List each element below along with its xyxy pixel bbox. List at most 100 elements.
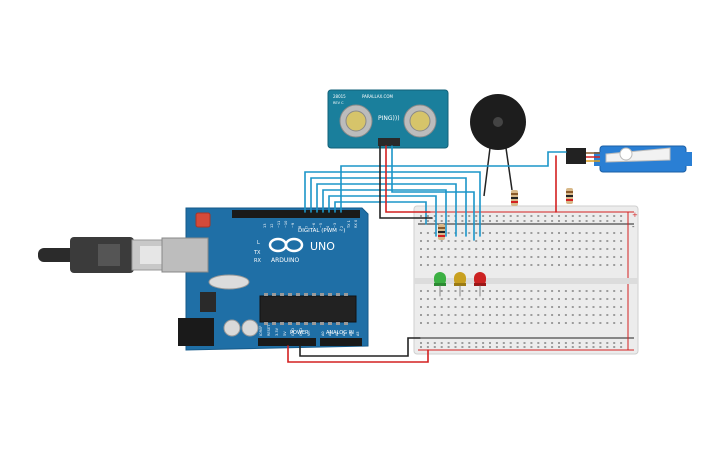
breadboard-hole[interactable] — [516, 240, 519, 242]
breadboard-hole[interactable] — [564, 314, 567, 316]
breadboard-hole[interactable] — [440, 314, 443, 316]
breadboard-hole[interactable] — [447, 322, 450, 324]
breadboard-hole[interactable] — [468, 220, 471, 222]
servo-motor[interactable] — [566, 145, 692, 173]
breadboard-hole[interactable] — [592, 322, 595, 324]
breadboard-hole[interactable] — [426, 232, 429, 234]
breadboard-hole[interactable] — [585, 264, 588, 266]
breadboard-hole[interactable] — [461, 342, 464, 344]
breadboard-hole[interactable] — [551, 342, 554, 344]
breadboard-hole[interactable] — [564, 248, 567, 250]
breadboard-hole[interactable] — [440, 215, 443, 217]
breadboard-hole[interactable] — [502, 215, 505, 217]
breadboard-hole[interactable] — [447, 342, 450, 344]
breadboard-hole[interactable] — [502, 256, 505, 258]
breadboard-hole[interactable] — [620, 220, 623, 222]
breadboard-hole[interactable] — [523, 232, 526, 234]
breadboard-hole[interactable] — [475, 314, 478, 316]
breadboard-hole[interactable] — [489, 346, 491, 348]
breadboard-hole[interactable] — [578, 220, 581, 222]
breadboard-hole[interactable] — [564, 232, 567, 234]
breadboard-hole[interactable] — [544, 306, 547, 308]
breadboard-hole[interactable] — [447, 290, 450, 292]
breadboard-hole[interactable] — [482, 342, 485, 344]
breadboard-hole[interactable] — [571, 220, 574, 222]
breadboard-hole[interactable] — [454, 342, 457, 344]
breadboard-hole[interactable] — [620, 306, 623, 308]
breadboard-hole[interactable] — [426, 240, 429, 242]
breadboard-hole[interactable] — [475, 298, 478, 300]
breadboard-hole[interactable] — [571, 240, 574, 242]
breadboard-hole[interactable] — [454, 298, 457, 300]
breadboard-hole[interactable] — [620, 342, 623, 344]
breadboard-hole[interactable] — [530, 322, 533, 324]
breadboard-hole[interactable] — [426, 342, 429, 344]
breadboard-hole[interactable] — [599, 232, 602, 234]
breadboard-hole[interactable] — [516, 306, 519, 308]
breadboard-hole[interactable] — [475, 346, 478, 348]
breadboard-hole[interactable] — [495, 290, 498, 292]
breadboard-hole[interactable] — [489, 314, 491, 316]
breadboard-hole[interactable] — [468, 346, 471, 348]
breadboard-hole[interactable] — [502, 240, 505, 242]
breadboard-hole[interactable] — [544, 215, 547, 217]
breadboard-hole[interactable] — [509, 322, 512, 324]
breadboard-hole[interactable] — [461, 264, 464, 266]
breadboard-hole[interactable] — [537, 264, 540, 266]
breadboard-hole[interactable] — [585, 314, 588, 316]
breadboard-hole[interactable] — [544, 240, 547, 242]
breadboard-hole[interactable] — [420, 342, 422, 344]
breadboard-hole[interactable] — [516, 342, 519, 344]
breadboard-hole[interactable] — [495, 346, 498, 348]
breadboard-hole[interactable] — [440, 248, 443, 250]
breadboard-hole[interactable] — [468, 290, 471, 292]
breadboard-hole[interactable] — [509, 306, 512, 308]
breadboard-hole[interactable] — [620, 298, 623, 300]
breadboard-hole[interactable] — [551, 220, 554, 222]
breadboard-hole[interactable] — [426, 298, 429, 300]
breadboard-hole[interactable] — [606, 256, 609, 258]
breadboard-hole[interactable] — [620, 215, 623, 217]
breadboard-hole[interactable] — [447, 232, 450, 234]
breadboard-hole[interactable] — [454, 314, 457, 316]
breadboard-hole[interactable] — [440, 346, 443, 348]
breadboard-hole[interactable] — [564, 322, 567, 324]
breadboard-hole[interactable] — [482, 306, 485, 308]
breadboard-hole[interactable] — [523, 342, 526, 344]
breadboard-hole[interactable] — [523, 264, 526, 266]
breadboard-hole[interactable] — [495, 342, 498, 344]
breadboard-hole[interactable] — [426, 306, 429, 308]
breadboard-hole[interactable] — [530, 256, 533, 258]
breadboard-hole[interactable] — [475, 232, 478, 234]
breadboard-hole[interactable] — [523, 298, 526, 300]
breadboard-hole[interactable] — [461, 346, 464, 348]
breadboard-hole[interactable] — [544, 220, 547, 222]
breadboard-hole[interactable] — [558, 264, 560, 266]
breadboard-hole[interactable] — [564, 264, 567, 266]
breadboard-hole[interactable] — [509, 314, 512, 316]
breadboard-hole[interactable] — [482, 314, 485, 316]
breadboard-hole[interactable] — [530, 342, 533, 344]
breadboard-hole[interactable] — [537, 232, 540, 234]
breadboard-hole[interactable] — [475, 215, 478, 217]
breadboard-hole[interactable] — [571, 232, 574, 234]
breadboard-hole[interactable] — [489, 256, 491, 258]
breadboard-hole[interactable] — [544, 232, 547, 234]
breadboard-hole[interactable] — [606, 248, 609, 250]
breadboard-hole[interactable] — [530, 215, 533, 217]
resistor-led[interactable] — [438, 224, 445, 240]
breadboard-hole[interactable] — [482, 256, 485, 258]
breadboard-hole[interactable] — [447, 346, 450, 348]
breadboard-hole[interactable] — [475, 342, 478, 344]
breadboard-hole[interactable] — [537, 220, 540, 222]
breadboard-hole[interactable] — [509, 342, 512, 344]
breadboard-hole[interactable] — [599, 215, 602, 217]
breadboard-hole[interactable] — [558, 298, 560, 300]
breadboard-hole[interactable] — [516, 298, 519, 300]
breadboard-hole[interactable] — [544, 264, 547, 266]
breadboard-hole[interactable] — [551, 240, 554, 242]
breadboard-hole[interactable] — [447, 298, 450, 300]
breadboard-hole[interactable] — [564, 306, 567, 308]
breadboard-hole[interactable] — [613, 314, 616, 316]
breadboard-hole[interactable] — [606, 264, 609, 266]
